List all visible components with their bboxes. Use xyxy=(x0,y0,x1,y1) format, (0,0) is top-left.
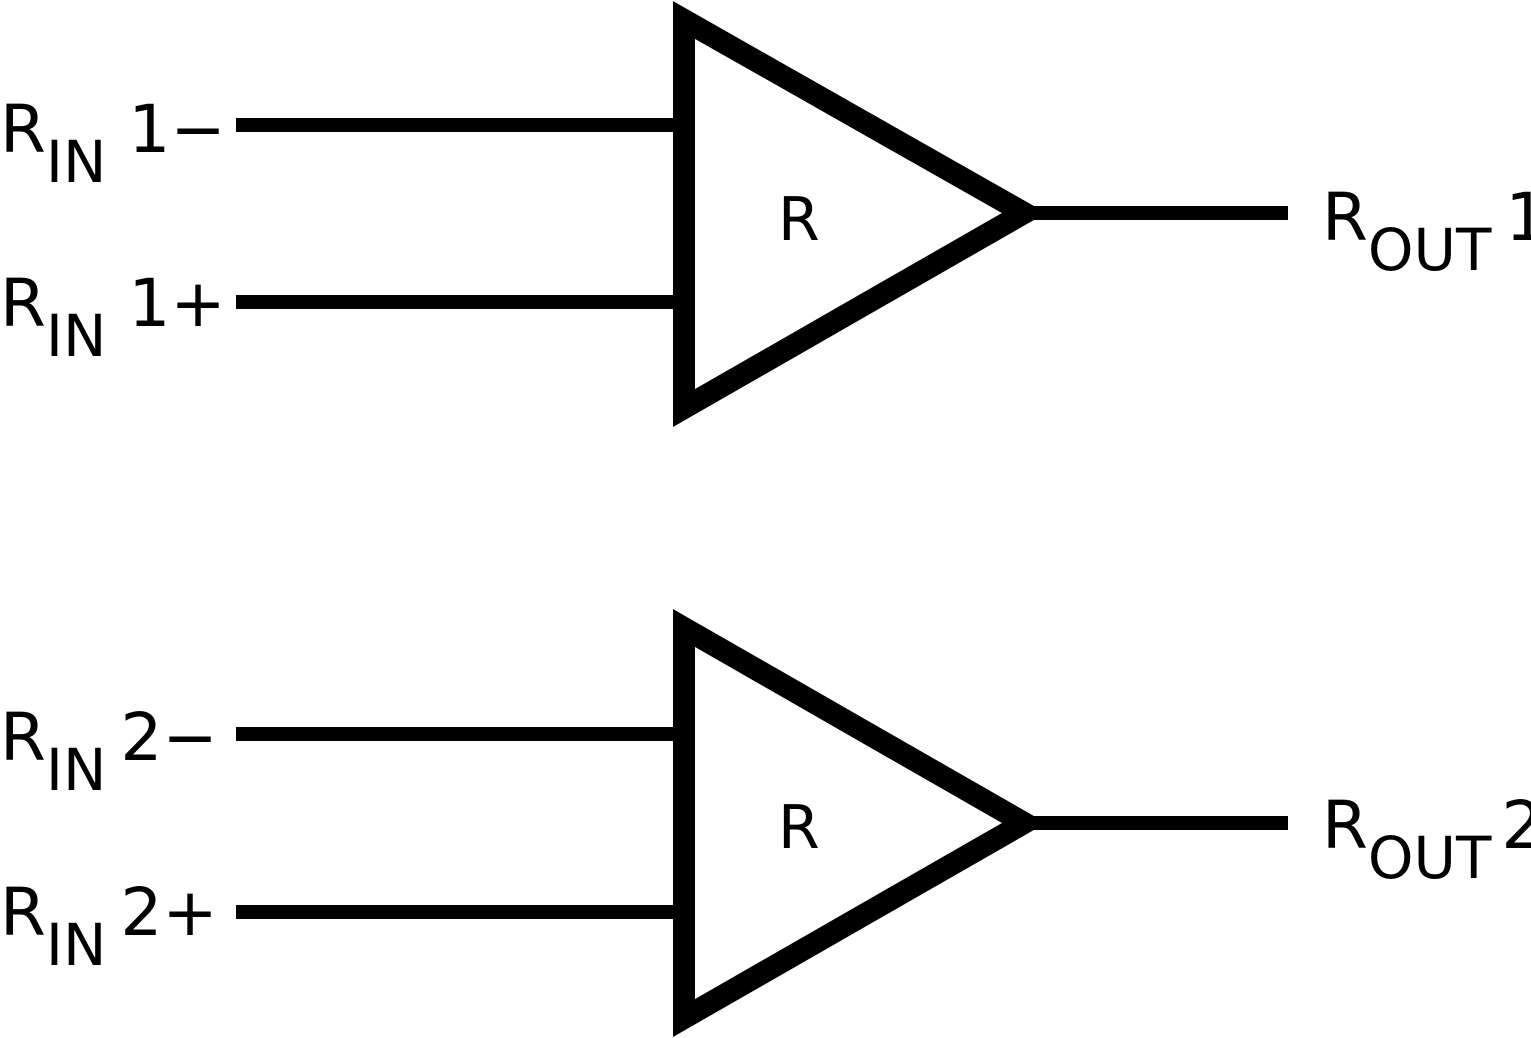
amplifier-1-label: R xyxy=(778,185,820,255)
output-1-base: R xyxy=(1322,179,1368,256)
output-2-sub: OUT xyxy=(1368,824,1492,892)
input-2-minus-sub: IN xyxy=(46,736,107,804)
input-1-plus-label: RIN 1+ xyxy=(0,265,226,370)
amplifier-2-triangle xyxy=(673,609,1047,1037)
input-1-plus-sub: IN xyxy=(46,302,107,370)
input-1-minus-suffix: 1− xyxy=(128,91,225,168)
amplifier-2-label: R xyxy=(778,793,820,863)
amplifier-1-triangle xyxy=(673,1,1047,427)
input-2-minus-base: R xyxy=(0,699,46,776)
input-2-plus-base: R xyxy=(0,874,46,951)
output-2-suffix: 2 xyxy=(1501,787,1531,864)
input-1-plus-base: R xyxy=(0,265,46,342)
input-2-plus-suffix: 2+ xyxy=(120,874,217,951)
input-1-plus-suffix: 1+ xyxy=(128,265,225,342)
input-1-minus-base: R xyxy=(0,91,46,168)
input-2-minus-suffix: 2− xyxy=(120,699,217,776)
output-1-suffix: 1 xyxy=(1505,179,1531,256)
input-1-minus-label: RIN 1− xyxy=(0,91,226,196)
output-2-base: R xyxy=(1322,787,1368,864)
input-2-plus-sub: IN xyxy=(46,911,107,979)
output-1-sub: OUT xyxy=(1368,216,1492,284)
input-1-minus-sub: IN xyxy=(46,128,107,196)
